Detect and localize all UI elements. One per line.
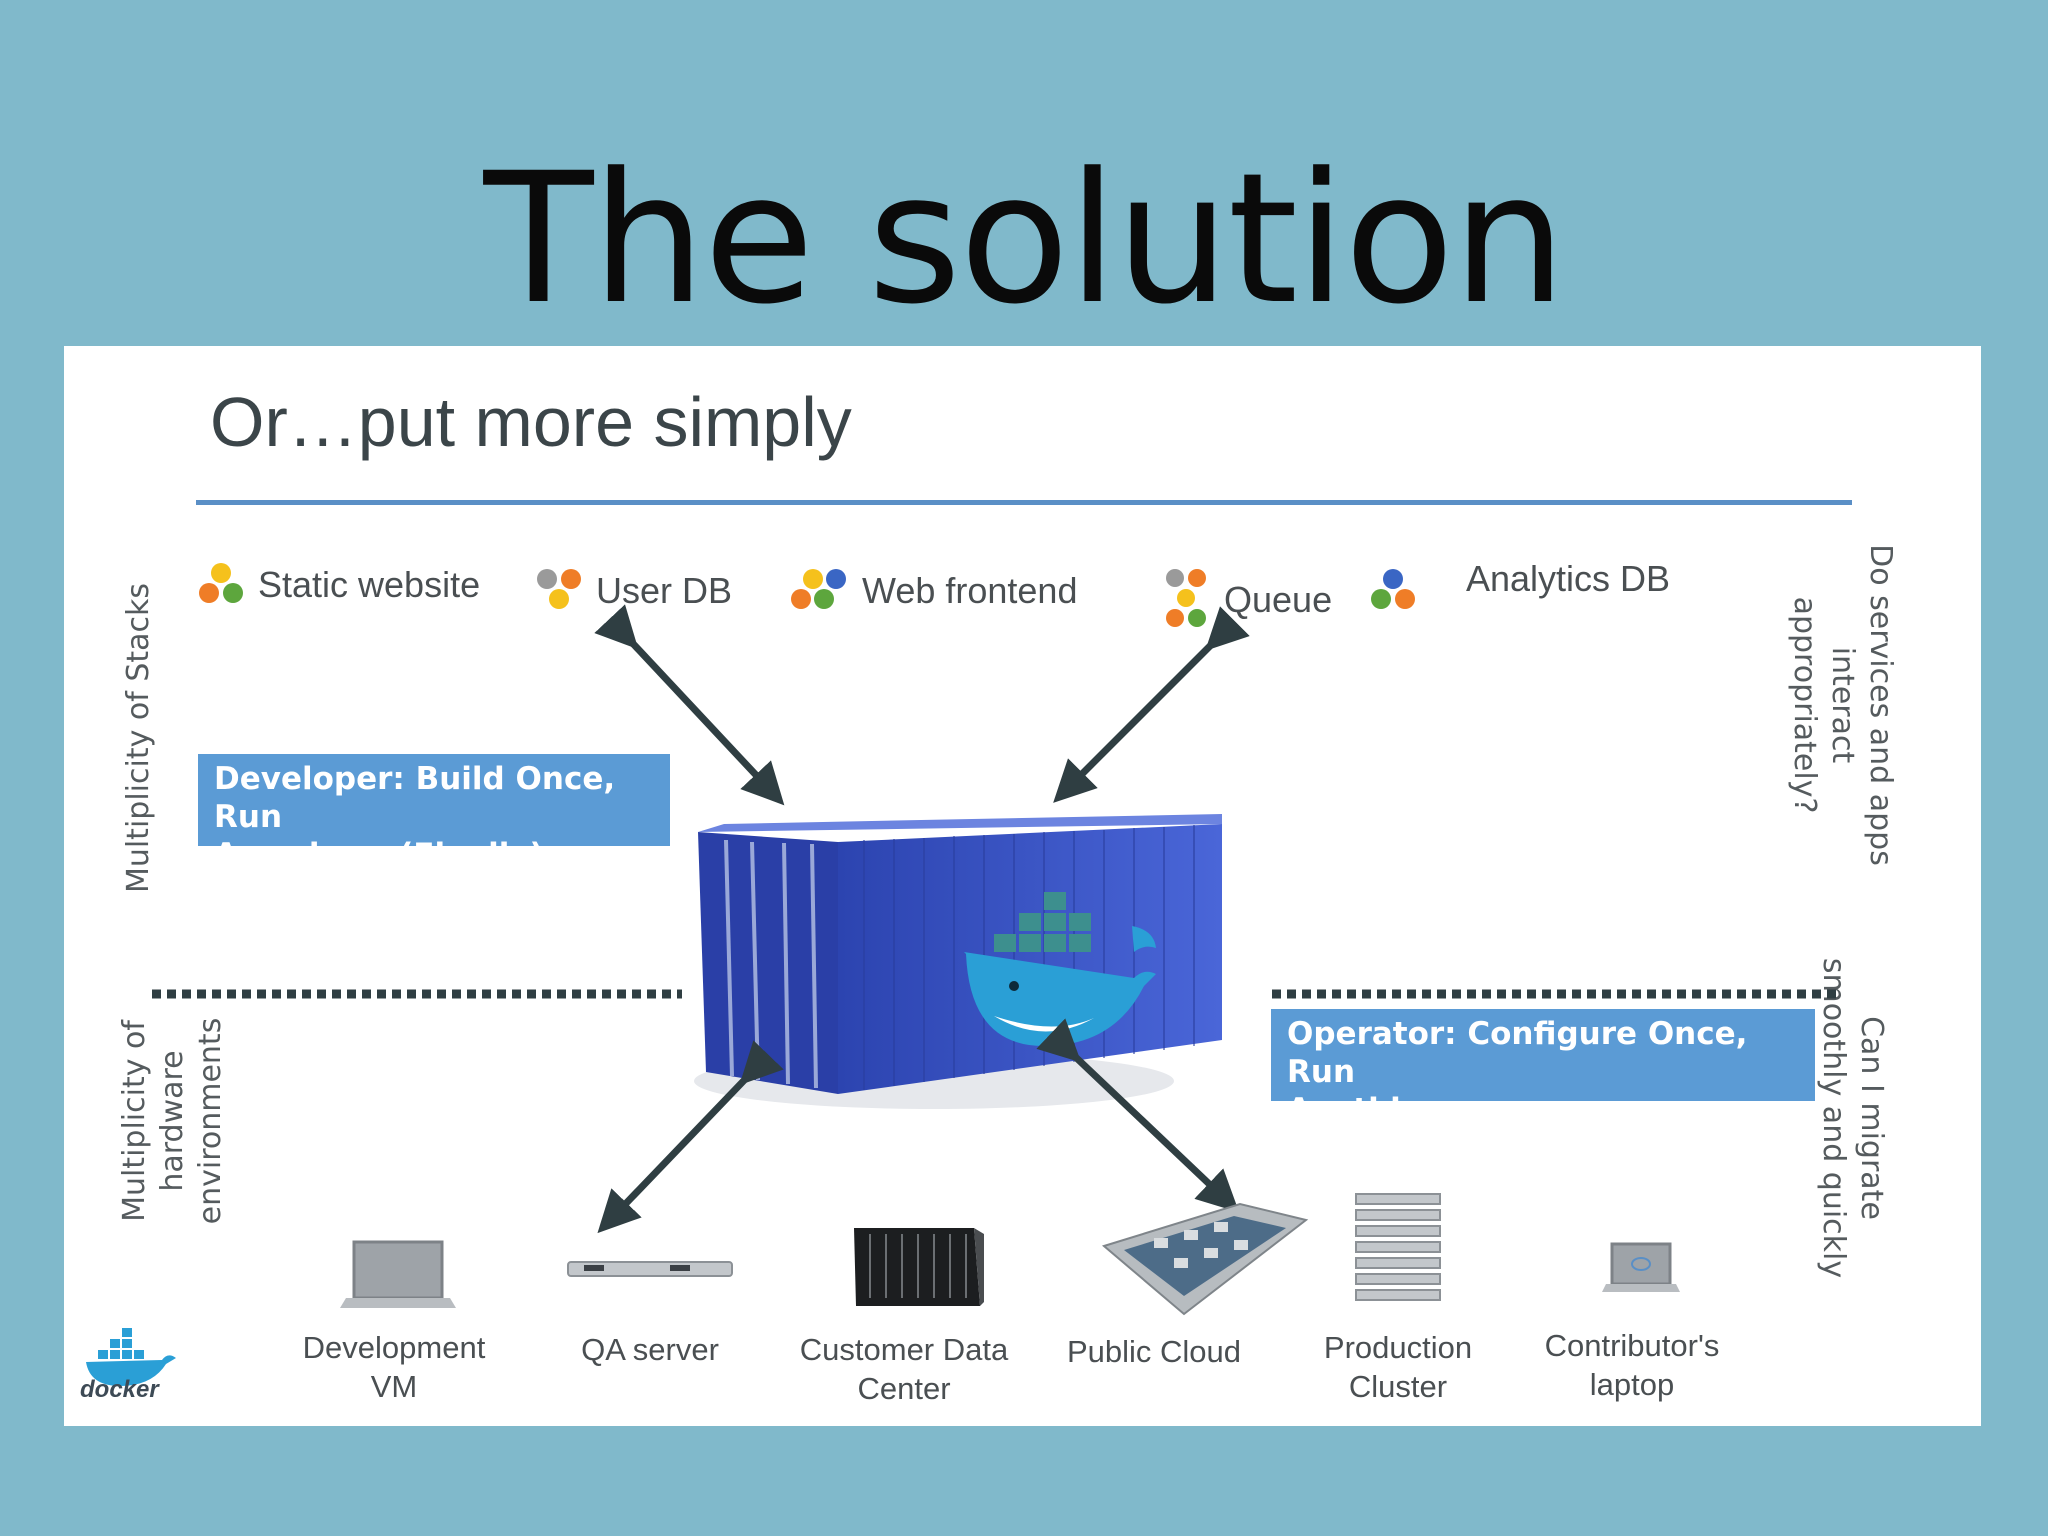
- callout-line: Operator: Configure Once, Run: [1287, 1016, 1748, 1090]
- laptop-icon: [1602, 1242, 1680, 1292]
- stack-label: Analytics DB: [1466, 558, 1671, 599]
- arrow-userdb-container: [594, 604, 785, 806]
- stack-label: Web frontend: [862, 570, 1078, 611]
- stack-item-user-db: User DB: [536, 568, 732, 614]
- diagram-graphics: [152, 604, 1842, 1316]
- blade-chassis-icon: [854, 1228, 984, 1306]
- developer-callout: Developer: Build Once, Run Anywhere (Fin…: [198, 754, 670, 873]
- arrow-queue-container: [1053, 606, 1250, 803]
- hardware-label-line: Center: [857, 1371, 951, 1406]
- server-stack-icon: [1355, 1193, 1441, 1301]
- hardware-label-line: Development: [302, 1330, 486, 1365]
- hardware-label-line: Customer Data: [799, 1332, 1009, 1367]
- callout-line: Anywhere (Finally): [214, 837, 544, 873]
- hardware-label-line: QA server: [581, 1332, 719, 1367]
- heading-divider: [196, 500, 1852, 505]
- hardware-item-contributors-laptop: Contributor's laptop: [1502, 1326, 1762, 1404]
- stack-hexagons-icon: [1371, 569, 1415, 609]
- slide-title: The solution: [483, 135, 1567, 344]
- stack-item-static-website: Static website: [198, 562, 480, 608]
- docker-shipping-container-icon: [694, 814, 1222, 1109]
- callout-line: Anything: [1287, 1092, 1446, 1128]
- docker-logo-icon: [86, 1328, 176, 1386]
- docker-logo-text: docker: [80, 1376, 159, 1403]
- arrow-container-qa: [597, 1040, 784, 1234]
- operator-callout: Operator: Configure Once, Run Anything: [1271, 1009, 1815, 1128]
- laptop-icon: [340, 1240, 456, 1308]
- hardware-item-public-cloud: Public Cloud: [1024, 1332, 1284, 1371]
- panel-heading: Or…put more simply: [210, 383, 852, 461]
- callout-line: Developer: Build Once, Run: [214, 761, 616, 835]
- arrow-container-cloud: [1036, 1018, 1240, 1213]
- server-board-icon: [1101, 1202, 1309, 1316]
- stack-hexagons-icon: [199, 563, 243, 603]
- hardware-label-line: Public Cloud: [1066, 1334, 1242, 1369]
- stack-item-web-frontend: Web frontend: [790, 568, 1077, 614]
- hardware-label-line: VM: [370, 1369, 418, 1404]
- rack-server-icon: [567, 1261, 733, 1277]
- stack-label: User DB: [596, 570, 733, 611]
- hardware-label-line: laptop: [1589, 1367, 1675, 1402]
- hardware-item-production-cluster: Production Cluster: [1268, 1328, 1528, 1406]
- hardware-label-line: Cluster: [1348, 1369, 1448, 1404]
- stack-hexagons-icon: [537, 569, 581, 609]
- hardware-item-qa-server: QA server: [520, 1330, 780, 1369]
- hardware-label-line: Contributor's: [1544, 1328, 1720, 1363]
- hardware-item-customer-data-center: Customer Data Center: [774, 1330, 1034, 1408]
- hardware-label-line: Production: [1323, 1330, 1473, 1365]
- hardware-item-development-vm: Development VM: [264, 1328, 524, 1406]
- stack-item-analytics-db: Analytics DB: [1370, 558, 1670, 614]
- diagram-panel: Or…put more simply Static website User D…: [64, 346, 1981, 1426]
- stack-hexagons-icon: [791, 569, 846, 609]
- stack-label: Static website: [258, 564, 481, 605]
